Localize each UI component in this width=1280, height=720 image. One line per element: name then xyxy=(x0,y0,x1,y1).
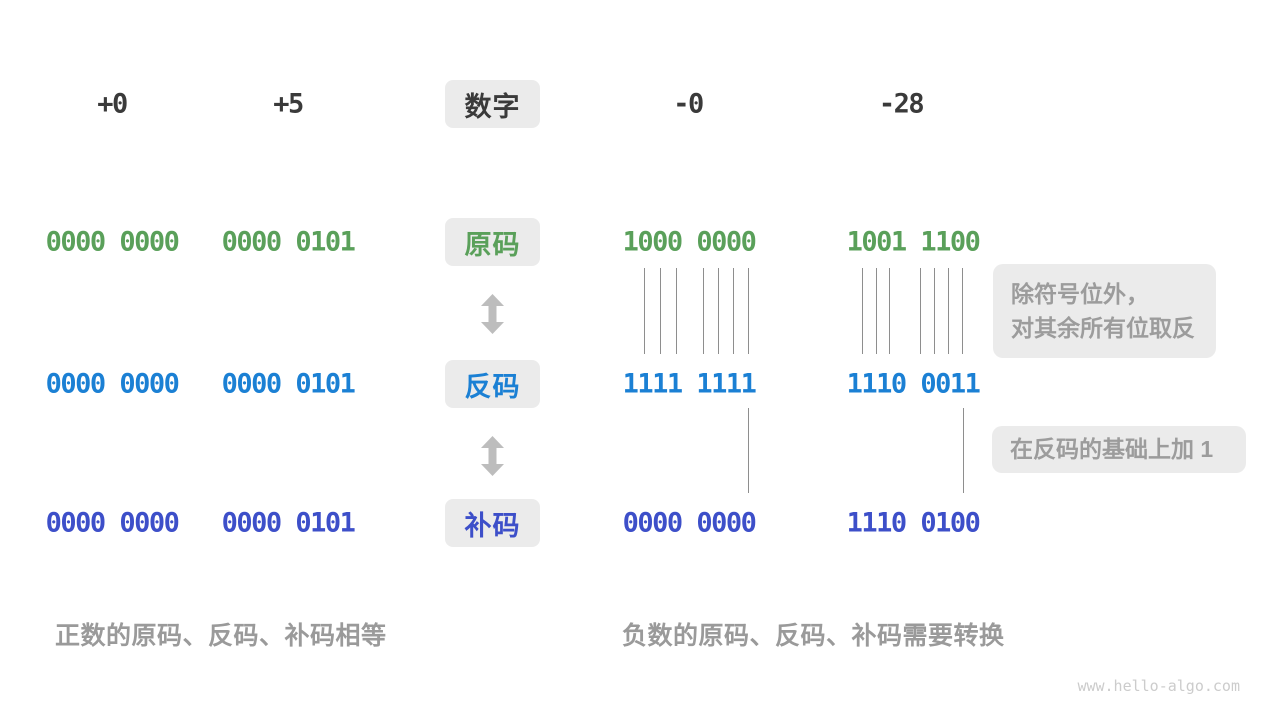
label-box-sign-magnitude: 原码 xyxy=(445,218,540,266)
label-box-twos-complement: 补码 xyxy=(445,499,540,547)
number-plus-zero: +0 xyxy=(97,88,128,120)
annotation-add-one: 在反码的基础上加 1 xyxy=(992,426,1246,473)
double-arrow-icon xyxy=(480,436,505,476)
watermark-hello-algo: www.hello-algo.com xyxy=(1077,677,1240,695)
sign-magnitude-plus-five: 0000 0101 xyxy=(221,226,356,258)
sign-magnitude-minus-28: 1001 1100 xyxy=(846,226,981,258)
label-box-number: 数字 xyxy=(445,80,540,128)
number-minus-zero: -0 xyxy=(673,88,704,120)
annotation-invert-bits: 除符号位外， 对其余所有位取反 xyxy=(993,264,1216,358)
ones-complement-plus-zero: 0000 0000 xyxy=(45,368,180,400)
carry-line-minus-zero xyxy=(748,408,749,493)
double-arrow-icon xyxy=(480,294,505,334)
twos-complement-minus-zero: 0000 0000 xyxy=(622,507,757,539)
ones-complement-minus-28: 1110 0011 xyxy=(846,368,981,400)
twos-complement-plus-five: 0000 0101 xyxy=(221,507,356,539)
annotation-line: 除符号位外， xyxy=(1011,281,1149,307)
ones-complement-minus-zero: 1111 1111 xyxy=(622,368,757,400)
sign-magnitude-plus-zero: 0000 0000 xyxy=(45,226,180,258)
ones-complement-plus-five: 0000 0101 xyxy=(221,368,356,400)
annotation-line: 对其余所有位取反 xyxy=(1011,315,1195,341)
twos-complement-minus-28: 1110 0100 xyxy=(846,507,981,539)
number-plus-five: +5 xyxy=(273,88,304,120)
carry-line-minus-28 xyxy=(963,408,964,493)
caption-negative-numbers: 负数的原码、反码、补码需要转换 xyxy=(622,622,1005,650)
twos-complement-plus-zero: 0000 0000 xyxy=(45,507,180,539)
number-minus-28: -28 xyxy=(878,88,925,120)
caption-positive-numbers: 正数的原码、反码、补码相等 xyxy=(55,622,387,650)
label-box-ones-complement: 反码 xyxy=(445,360,540,408)
sign-magnitude-minus-zero: 1000 0000 xyxy=(622,226,757,258)
